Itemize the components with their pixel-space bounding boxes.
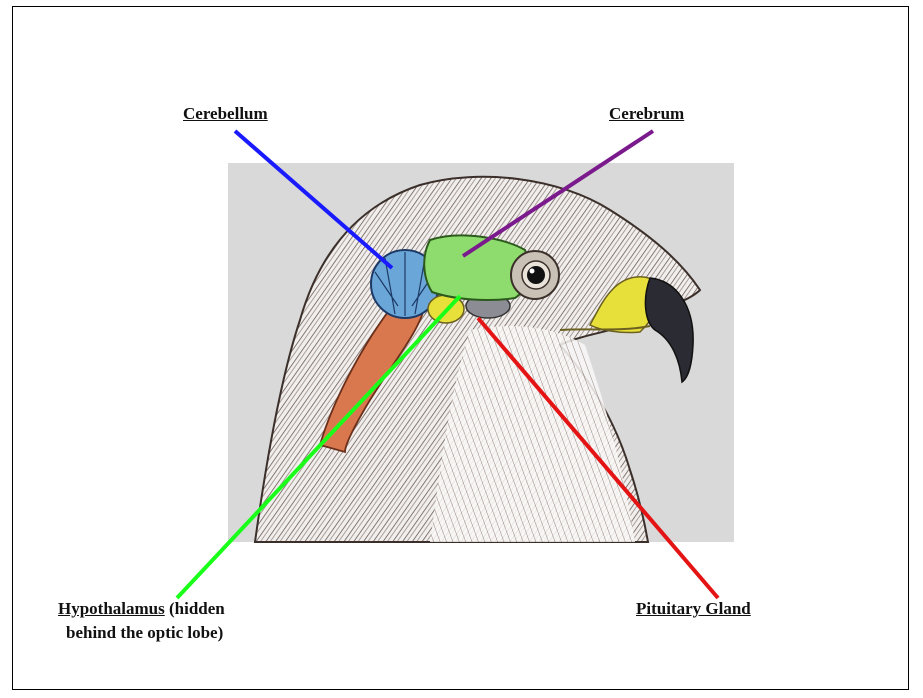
- eye: [511, 251, 559, 299]
- cerebrum-label: Cerebrum: [609, 103, 684, 125]
- hypothalamus-label-rest: (hidden: [165, 599, 225, 618]
- hypothalamus-label: Hypothalamus (hidden: [58, 598, 225, 620]
- hypothalamus-label-line2: behind the optic lobe): [66, 622, 223, 644]
- pituitary-gland-label: Pituitary Gland: [636, 598, 751, 620]
- hypothalamus-label-main: Hypothalamus: [58, 599, 165, 618]
- cerebellum-label: Cerebellum: [183, 103, 268, 125]
